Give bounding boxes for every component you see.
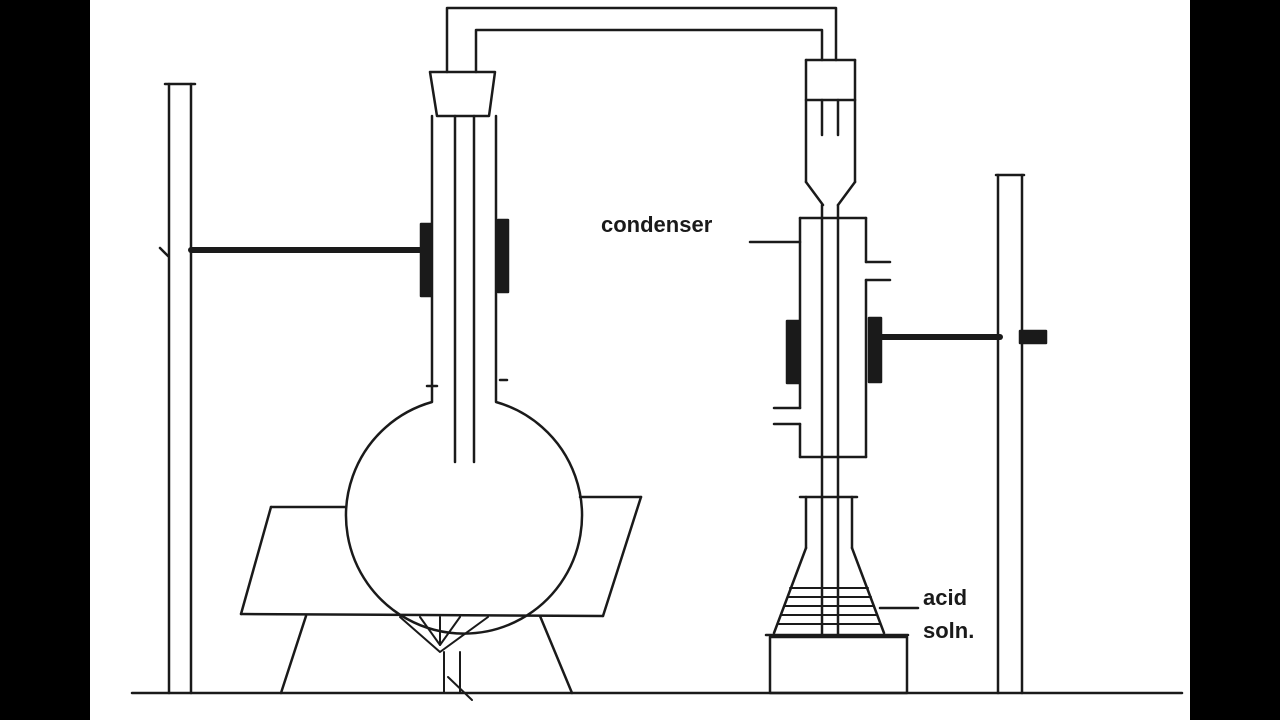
flask-stopper — [428, 70, 497, 118]
acid-solution — [778, 587, 881, 625]
left-retort-stand — [158, 82, 426, 695]
flask-clamp-left — [419, 222, 433, 298]
tripod-gauze — [239, 495, 643, 695]
condenser — [772, 203, 892, 637]
right-retort-stand — [878, 173, 1048, 695]
bunsen-burner — [399, 616, 489, 701]
flask-clamp-right — [496, 218, 510, 294]
condenser-label: condenser — [601, 212, 713, 237]
acid-label: acid — [923, 585, 967, 610]
drawing-area — [90, 0, 1190, 720]
condenser-clamp-right — [867, 316, 883, 384]
support-block — [768, 635, 909, 695]
delivery-tube — [445, 6, 838, 74]
soln-label: soln. — [923, 618, 974, 643]
conical-flask — [764, 495, 910, 637]
condenser-clamp-left — [785, 319, 801, 385]
adapter-top — [804, 58, 857, 207]
